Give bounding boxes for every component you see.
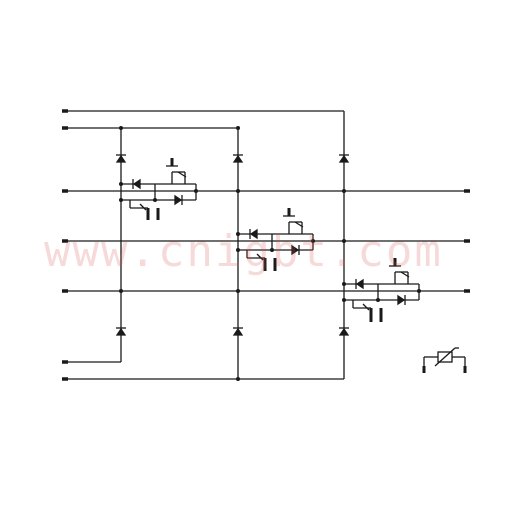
igbt-t3-gate bbox=[352, 300, 383, 322]
diode-d4 bbox=[232, 327, 244, 336]
diode-d3 bbox=[232, 154, 244, 163]
thermistor bbox=[422, 347, 467, 373]
igbt-t1-gate bbox=[129, 200, 160, 220]
diode-d6 bbox=[338, 327, 350, 336]
terminal-pins bbox=[62, 109, 470, 381]
diode-d2 bbox=[115, 327, 127, 336]
main-rails bbox=[62, 110, 470, 380]
vertical-buses bbox=[120, 111, 345, 379]
igbt-t2-gate bbox=[246, 250, 277, 271]
diode-d1 bbox=[115, 154, 127, 163]
junction-dots bbox=[119, 126, 421, 381]
switch-cell-1 bbox=[121, 158, 197, 220]
switch-cell-2 bbox=[238, 208, 314, 271]
igbt-t2 bbox=[283, 208, 304, 234]
rectifier-diodes bbox=[115, 154, 350, 336]
diode-d5 bbox=[338, 154, 350, 163]
igbt-t1 bbox=[166, 158, 187, 184]
igbt-t3 bbox=[389, 258, 410, 284]
switch-cell-3 bbox=[344, 258, 420, 322]
